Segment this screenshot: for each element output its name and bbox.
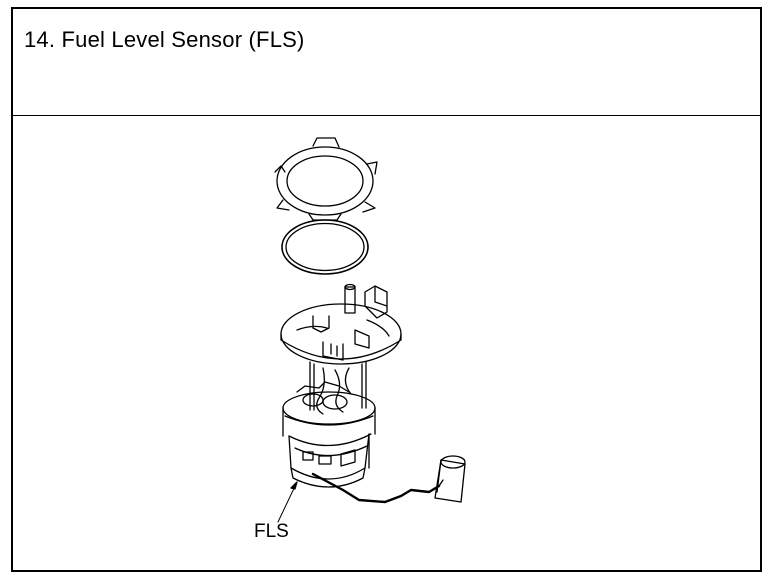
float-arm-and-float bbox=[311, 455, 466, 504]
support-rods bbox=[309, 361, 367, 415]
o-ring-gasket bbox=[281, 219, 369, 275]
fls-leader-line bbox=[277, 481, 298, 523]
exploded-view-drawing bbox=[274, 137, 466, 523]
pump-reservoir bbox=[282, 381, 376, 488]
procedure-frame: 14. Fuel Level Sensor (FLS) bbox=[11, 7, 762, 572]
lock-ring bbox=[274, 137, 378, 221]
fls-callout-label: FLS bbox=[254, 521, 289, 542]
fuel-pump-assembly-diagram: FLS bbox=[13, 116, 760, 570]
procedure-title: 14. Fuel Level Sensor (FLS) bbox=[24, 27, 305, 52]
procedure-header: 14. Fuel Level Sensor (FLS) bbox=[13, 9, 760, 116]
pump-flange bbox=[280, 283, 402, 365]
